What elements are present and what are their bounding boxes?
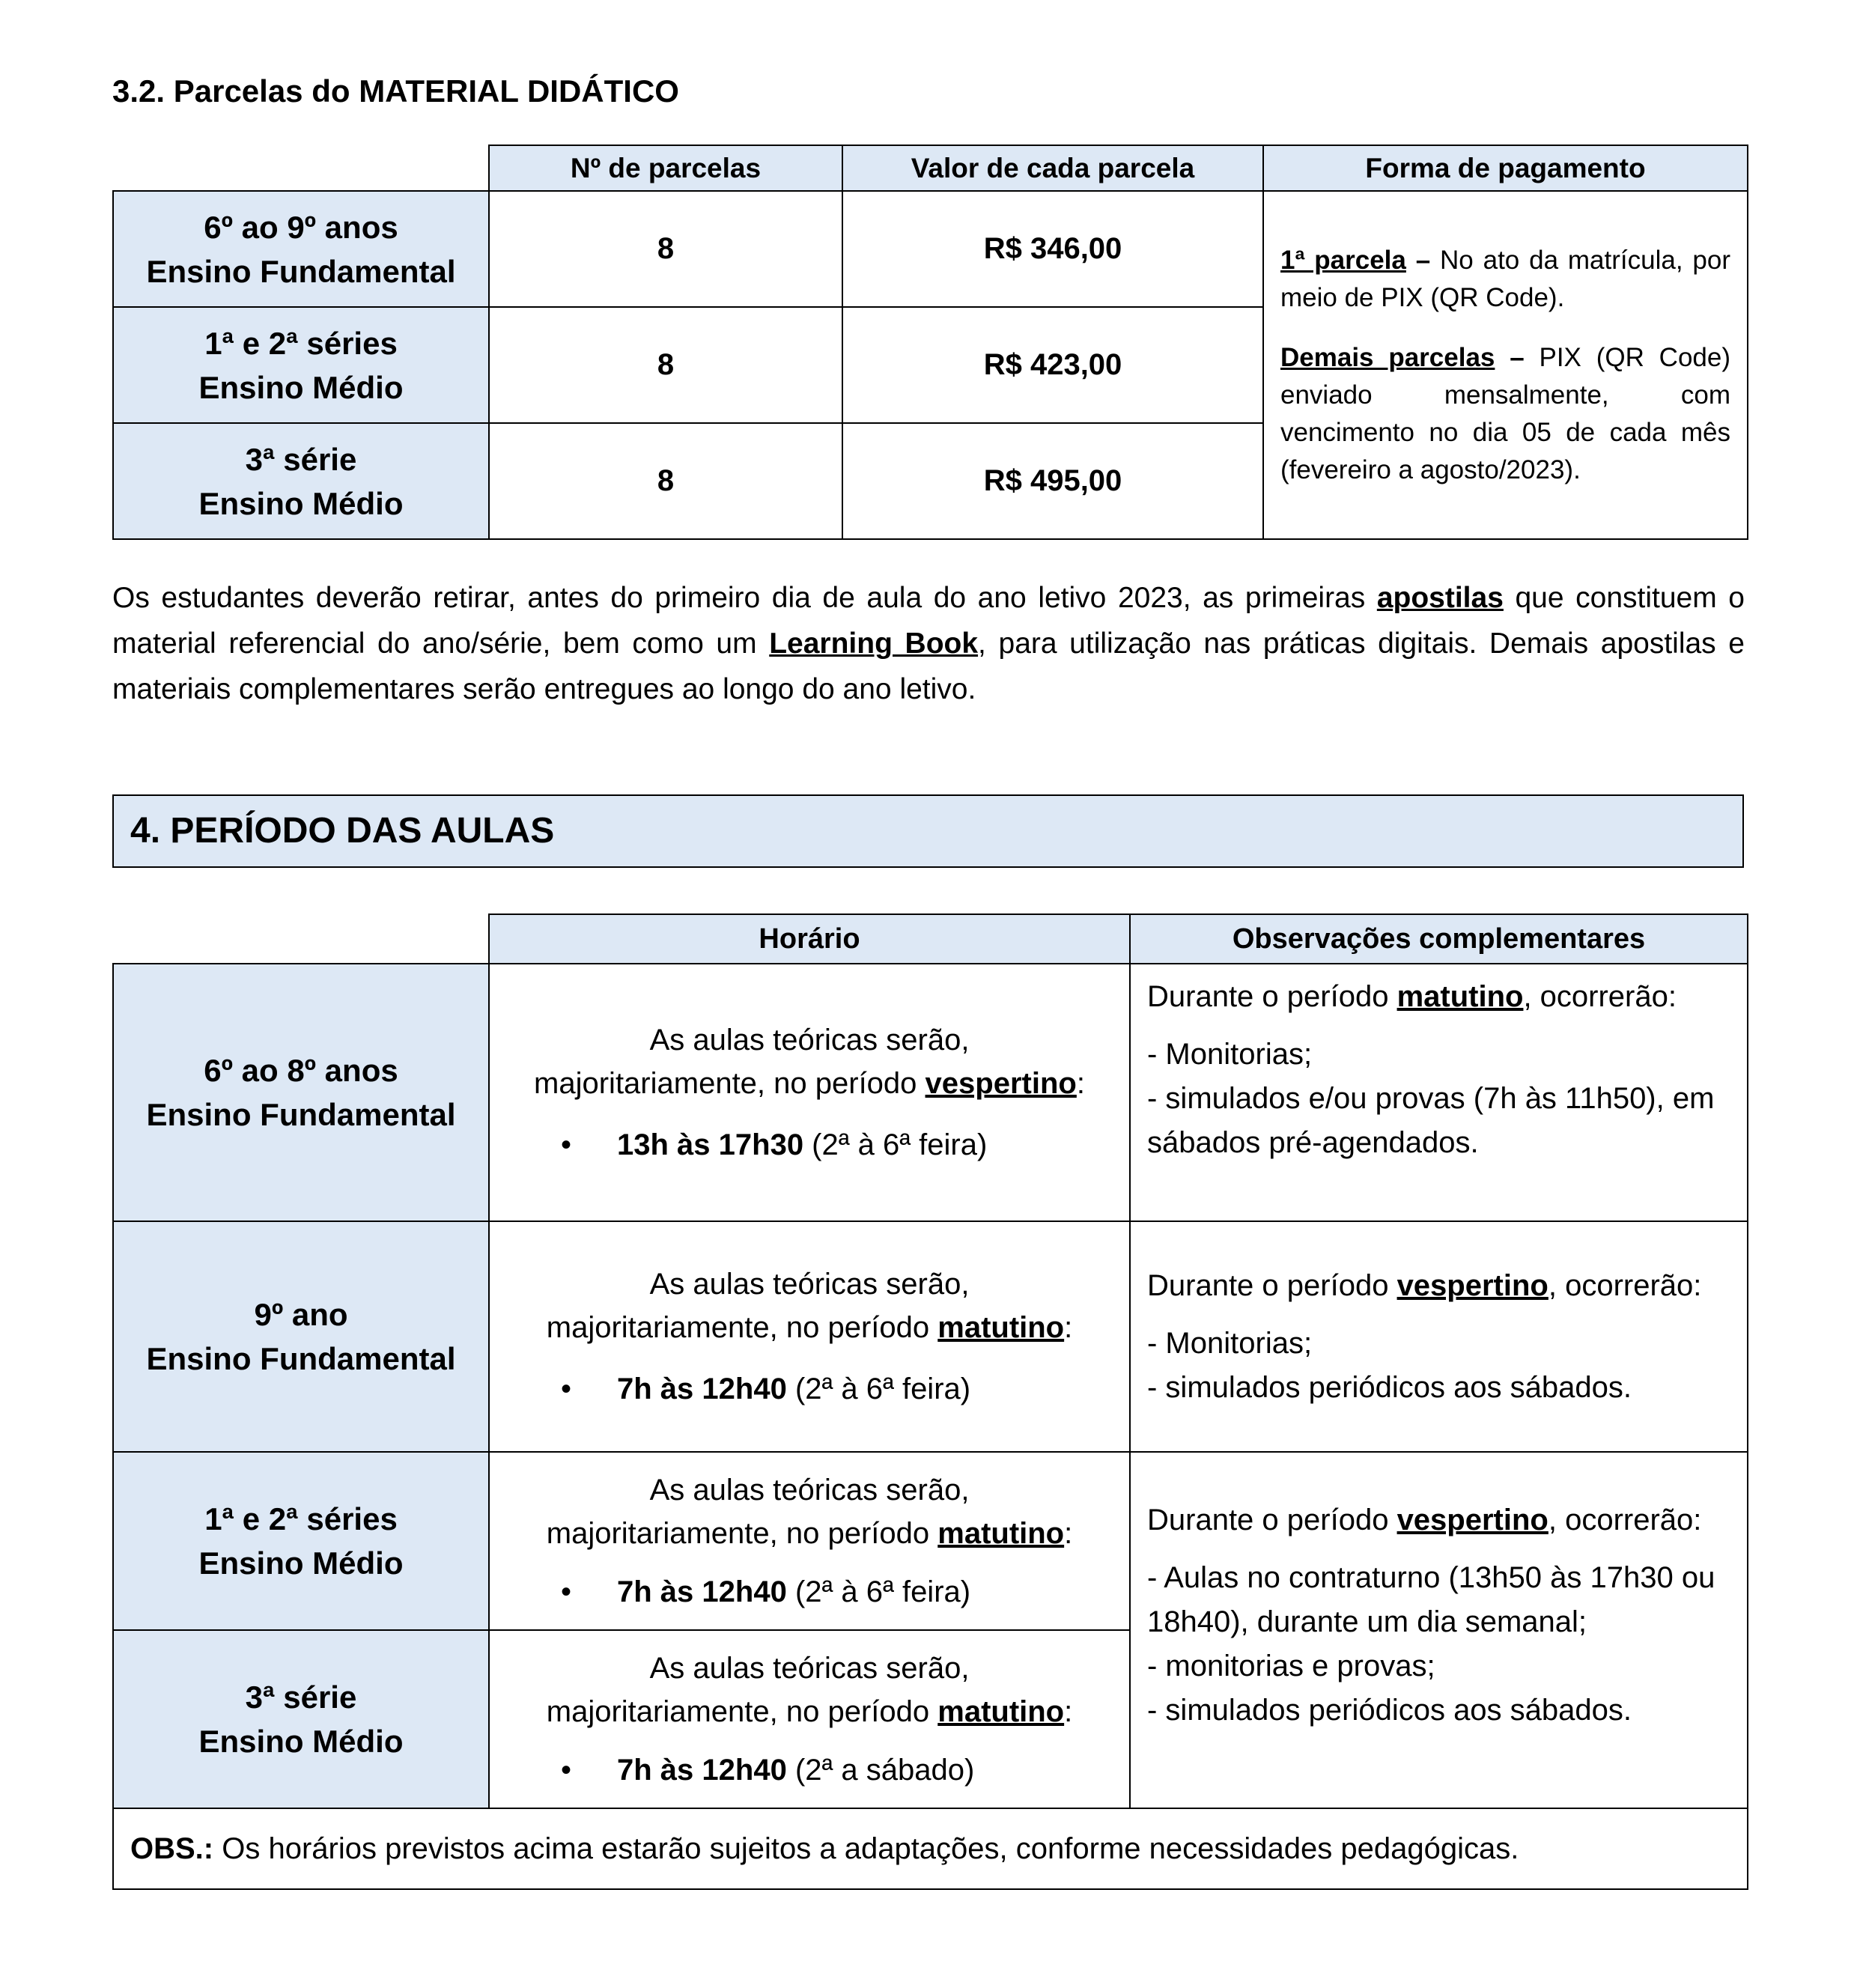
observacoes-cell: Durante o período vespertino, ocorrerão:…: [1129, 1221, 1748, 1453]
valor-cell: R$ 346,00: [842, 190, 1264, 308]
obs-note: OBS.: Os horários previstos acima estarã…: [112, 1808, 1748, 1890]
horario-cell: As aulas teóricas serão, majoritariament…: [488, 1221, 1131, 1453]
material-table: Nº de parcelas Valor de cada parcela For…: [112, 145, 1748, 540]
horario-cell: As aulas teóricas serão, majoritariament…: [488, 1451, 1131, 1631]
table-row: OBS.: Os horários previstos acima estarã…: [112, 1808, 1748, 1890]
col-header-horario: Horário: [488, 914, 1131, 964]
section-4-title: 4. PERÍODO DAS AULAS: [112, 794, 1744, 868]
corner-blank: [113, 145, 489, 191]
parcelas-cell: 8: [488, 422, 843, 540]
corner-blank: [113, 914, 489, 964]
apostilas-link: apostilas: [1376, 582, 1504, 614]
col-header-parcelas: Nº de parcelas: [488, 145, 843, 192]
col-header-valor: Valor de cada parcela: [842, 145, 1264, 192]
observacoes-cell: Durante o período vespertino, ocorrerão:…: [1129, 1451, 1748, 1809]
valor-cell: R$ 423,00: [842, 306, 1264, 424]
col-header-forma: Forma de pagamento: [1262, 145, 1748, 192]
horario-cell: As aulas teóricas serão, majoritariament…: [488, 963, 1131, 1222]
learning-book-link: Learning Book: [769, 627, 979, 660]
observacoes-cell: Durante o período matutino, ocorrerão: -…: [1129, 963, 1748, 1222]
payment-cell: 1ª parcela – No ato da matrícula, por me…: [1262, 190, 1748, 540]
col-header-observacoes: Observações complementares: [1129, 914, 1748, 964]
material-paragraph: Os estudantes deverão retirar, antes do …: [112, 582, 1745, 705]
parcelas-cell: 8: [488, 306, 843, 424]
section-32-title: 3.2. Parcelas do MATERIAL DIDÁTICO: [112, 73, 679, 109]
schedule-table: Horário Observações complementares 6º ao…: [112, 914, 1748, 1890]
valor-cell: R$ 495,00: [842, 422, 1264, 540]
parcelas-cell: 8: [488, 190, 843, 308]
horario-cell: As aulas teóricas serão, majoritariament…: [488, 1629, 1131, 1809]
